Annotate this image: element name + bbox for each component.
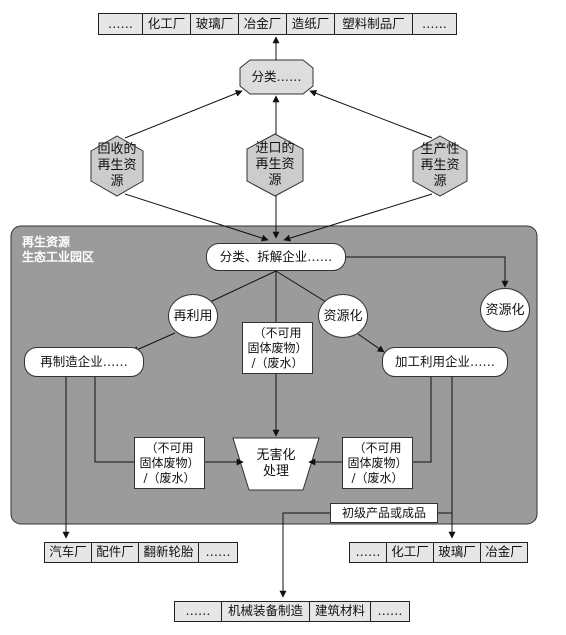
waste-left-line2: 固体废物） [139,455,200,470]
top-cell-plastics-plant: 塑料制品厂 [334,13,413,35]
dismantle-enterprise: 分类、拆解企业…… [206,243,346,271]
productive-line2: 再生资 [420,157,460,173]
recycled-line2: 再生资 [97,157,137,173]
waste-left-line3: /（废水） [143,470,196,485]
waste-label-center: （不可用 固体废物） /（废水） [242,322,313,374]
waste-label-left: （不可用 固体废物） /（废水） [134,437,205,489]
productive-line1: 生产性 [420,141,460,157]
waste-center-line3: /（废水） [251,355,304,370]
reuse-node: 再利用 [168,294,218,338]
harmless-treatment: 无害化 处理 [240,446,312,482]
harmless-line1: 无害化 [256,447,296,463]
waste-center-line1: （不可用 [253,325,302,340]
hexagon-recycled [90,135,144,197]
waste-right-line3: /（废水） [351,470,404,485]
arrow-productive-to-dismantle [283,193,433,242]
park-title: 再生资源 生态工业园区 [22,235,94,265]
hexagon-productive [412,135,468,197]
productive-line3: 源 [433,174,447,190]
waste-right-line1: （不可用 [353,440,402,455]
arrow-resource-to-processing [357,333,385,353]
park-title-line1: 再生资源 [22,235,71,249]
arrow-reuse-to-remanufacture [131,332,176,353]
top-cell-chemical-plant: 化工厂 [142,13,191,35]
arrow-productive-to-sort [309,89,433,139]
hexagon-imported [246,133,304,197]
park-title-line2: 生态工业园区 [22,250,95,264]
primary-products: 初级产品或成品 [330,503,438,523]
harmless-line2: 处理 [262,464,289,479]
remanufacture-enterprise: 再制造企业…… [24,347,144,377]
bottom-right-cell-glass-plant: 玻璃厂 [433,542,481,563]
bottom-center-cell-machinery: 机械装备制造 [221,601,310,622]
bottom-center-cell-ellipsis-left: …… [174,601,222,622]
bottom-left-cell-retread-tires: 翻新轮胎 [138,542,199,563]
top-cell-ellipsis-left: …… [98,13,143,35]
line-dismantle-to-resource [275,270,327,303]
imported-line3: 源 [268,173,282,189]
bottom-right-cell-chemical-plant: 化工厂 [386,542,434,563]
bottom-right-cell-ellipsis: …… [349,542,387,563]
recycled-line3: 源 [110,174,124,190]
arrow-dismantle-to-resource [346,256,509,288]
top-cell-glass-plant: 玻璃厂 [190,13,239,35]
productive-resources: 生产性 再生资 源 [413,136,467,196]
harmless-shape [232,437,320,491]
recycled-line1: 回收的 [97,141,137,157]
bottom-right-cell-metallurgy-plant: 冶金厂 [480,542,528,563]
bottom-left-cell-parts-plant: 配件厂 [91,542,139,563]
bottom-center-cell-ellipsis-right: …… [370,601,410,622]
top-cell-ellipsis-right: …… [412,13,457,35]
sort-node-shape [239,59,314,95]
waste-center-line2: 固体废物） [247,340,308,355]
waste-label-right: （不可用 固体废物） /（废水） [342,437,413,489]
waste-left-line1: （不可用 [145,440,194,455]
arrow-recycled-to-sort [124,90,243,139]
resource-node-right: 资源化 [480,288,530,332]
processing-enterprise: 加工利用企业…… [382,347,508,377]
recycled-resources: 回收的 再生资 源 [91,136,143,196]
line-dismantle-to-reuse [209,270,277,303]
bottom-left-cell-ellipsis: …… [198,542,238,563]
waste-right-line2: 固体废物） [347,455,408,470]
arrow-recycled-to-dismantle [124,193,269,242]
bottom-left-cell-auto-plant: 汽车厂 [44,542,92,563]
sort-node: 分类…… [251,68,302,84]
imported-resources: 进口的 再生资 源 [247,134,303,196]
resource-node-center: 资源化 [318,294,368,338]
imported-line2: 再生资 [255,156,295,172]
imported-line1: 进口的 [255,140,295,156]
bottom-center-cell-building-materials: 建筑材料 [309,601,371,622]
top-cell-metallurgy-plant: 冶金厂 [238,13,287,35]
top-cell-paper-plant: 造纸厂 [286,13,335,35]
